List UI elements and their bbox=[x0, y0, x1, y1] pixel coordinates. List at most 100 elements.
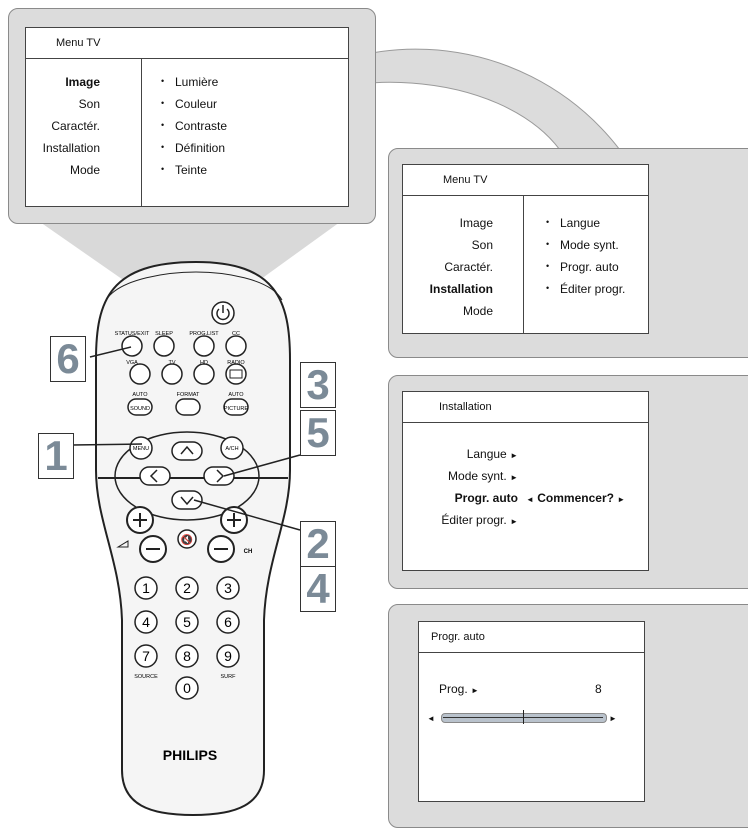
proglist-button[interactable] bbox=[193, 335, 215, 357]
digit-button-9[interactable] bbox=[216, 644, 240, 668]
left-arrow-icon bbox=[149, 469, 158, 483]
down-arrow-icon bbox=[180, 496, 194, 506]
menu3-item[interactable]: Langue ► bbox=[466, 447, 518, 461]
menu4-title: Progr. auto bbox=[431, 631, 485, 643]
menu1-left-item[interactable]: Mode bbox=[69, 163, 100, 177]
nav-ring bbox=[114, 431, 260, 521]
menu1-title: Menu TV bbox=[56, 37, 101, 49]
progress-thumb[interactable] bbox=[523, 710, 524, 724]
right-button[interactable] bbox=[203, 466, 235, 486]
callout-4: 4 bbox=[300, 566, 336, 612]
plus-icon bbox=[133, 513, 147, 527]
menu1-right-item[interactable]: Couleur bbox=[161, 97, 217, 111]
hd-button[interactable] bbox=[193, 363, 215, 385]
picture-label: PICTURE bbox=[224, 406, 248, 412]
prog-label: Prog. ► bbox=[439, 682, 479, 696]
menu1-right-item[interactable]: Contraste bbox=[161, 119, 227, 133]
digit-label: 1 bbox=[142, 580, 150, 596]
hd-label: HD bbox=[200, 360, 208, 366]
digit-button-1[interactable] bbox=[134, 576, 158, 600]
callout-6: 6 bbox=[50, 336, 86, 382]
menu2-title: Menu TV bbox=[443, 174, 488, 186]
status-exit-button[interactable] bbox=[121, 335, 143, 357]
format-button[interactable] bbox=[175, 398, 201, 416]
menu1-right-item[interactable]: Lumière bbox=[161, 75, 218, 89]
menu2-left-item[interactable]: Son bbox=[471, 238, 493, 252]
menu2-right-item[interactable]: Progr. auto bbox=[546, 260, 619, 274]
menu4-screen: Progr. auto Prog. ► 8 ◄ ► bbox=[418, 621, 645, 802]
ch-label: CH bbox=[244, 549, 253, 555]
status-label: STATUS/EXIT bbox=[115, 331, 150, 337]
auto-sound-label: AUTO bbox=[132, 392, 148, 398]
menu2-right-item[interactable]: Langue bbox=[546, 216, 600, 230]
menu3-item[interactable]: Progr. auto bbox=[454, 491, 518, 505]
menu1-left-item[interactable]: Son bbox=[78, 97, 100, 111]
sound-label: SOUND bbox=[130, 406, 150, 412]
menu3-item[interactable]: Éditer progr. ► bbox=[441, 513, 518, 527]
menu2-left-item[interactable]: Caractér. bbox=[444, 260, 493, 274]
slider-right-arrow[interactable]: ► bbox=[609, 714, 617, 723]
menu2-right-item[interactable]: Éditer progr. bbox=[546, 282, 625, 296]
menu3-item[interactable]: Mode synt. ► bbox=[448, 469, 518, 483]
plus-icon bbox=[227, 513, 241, 527]
surf-label: SURF bbox=[221, 674, 237, 680]
digit-label: 6 bbox=[224, 614, 232, 630]
digit-button-2[interactable] bbox=[175, 576, 199, 600]
menu3-title: Installation bbox=[439, 401, 492, 413]
menu-button[interactable] bbox=[129, 436, 153, 460]
view-beam bbox=[40, 222, 340, 300]
menu1-left-item[interactable]: Caractér. bbox=[51, 119, 100, 133]
callout-5: 5 bbox=[300, 410, 336, 456]
menu2-left-item[interactable]: Image bbox=[459, 216, 493, 230]
sleep-button[interactable] bbox=[153, 335, 175, 357]
vga-button[interactable] bbox=[129, 363, 151, 385]
tv-label: TV bbox=[168, 360, 175, 366]
digit-label: 0 bbox=[183, 680, 191, 696]
up-button[interactable] bbox=[171, 441, 203, 461]
power-icon bbox=[216, 308, 230, 321]
digit-button-8[interactable] bbox=[175, 644, 199, 668]
menu2-left-item[interactable]: Mode bbox=[462, 304, 493, 318]
cc-button[interactable] bbox=[225, 335, 247, 357]
digit-button-5[interactable] bbox=[175, 610, 199, 634]
slider-left-arrow[interactable]: ◄ bbox=[427, 714, 435, 723]
volume-icon bbox=[116, 540, 129, 548]
prog-value: 8 bbox=[595, 682, 602, 696]
vga-label: VGA bbox=[126, 360, 138, 366]
menu1-screen: Menu TV Image Son Caractér. Installation… bbox=[25, 27, 349, 207]
callout-2: 2 bbox=[300, 521, 336, 567]
left-button[interactable] bbox=[139, 466, 171, 486]
source-label: SOURCE bbox=[134, 674, 158, 680]
digit-button-7[interactable] bbox=[134, 644, 158, 668]
sound-button[interactable] bbox=[127, 398, 153, 416]
menu1-right-item[interactable]: Teinte bbox=[161, 163, 207, 177]
digit-label: 8 bbox=[183, 648, 191, 664]
tv-button[interactable] bbox=[161, 363, 183, 385]
digit-label: 9 bbox=[224, 648, 232, 664]
callout-1: 1 bbox=[38, 433, 74, 479]
ach-button[interactable] bbox=[220, 436, 244, 460]
right-arrow-icon bbox=[216, 469, 225, 483]
progress-track[interactable] bbox=[441, 713, 607, 723]
menu1-right-item[interactable]: Définition bbox=[161, 141, 225, 155]
digit-button-4[interactable] bbox=[134, 610, 158, 634]
ach-label: A/CH bbox=[225, 446, 238, 452]
sleep-label: SLEEP bbox=[155, 331, 173, 337]
menu1-left-item[interactable]: Installation bbox=[42, 141, 100, 155]
brand-logo: PHILIPS bbox=[163, 747, 217, 763]
picture-button[interactable] bbox=[223, 398, 249, 416]
auto-picture-label: AUTO bbox=[228, 392, 244, 398]
mute-icon: 🔇 bbox=[181, 533, 193, 546]
digit-button-0[interactable] bbox=[175, 676, 199, 700]
digit-button-6[interactable] bbox=[216, 610, 240, 634]
digit-button-3[interactable] bbox=[216, 576, 240, 600]
menu2-left-item[interactable]: Installation bbox=[429, 282, 493, 296]
menu2-right-item[interactable]: Mode synt. bbox=[546, 238, 619, 252]
radio-icon bbox=[229, 369, 243, 379]
mute-button[interactable] bbox=[177, 529, 197, 549]
down-button[interactable] bbox=[171, 490, 203, 510]
proglist-label: PROG.LIST bbox=[189, 331, 219, 337]
menu3-start[interactable]: ◄ Commencer? ► bbox=[526, 491, 626, 505]
menu1-left-item[interactable]: Image bbox=[65, 75, 100, 89]
digit-label: 5 bbox=[183, 614, 191, 630]
